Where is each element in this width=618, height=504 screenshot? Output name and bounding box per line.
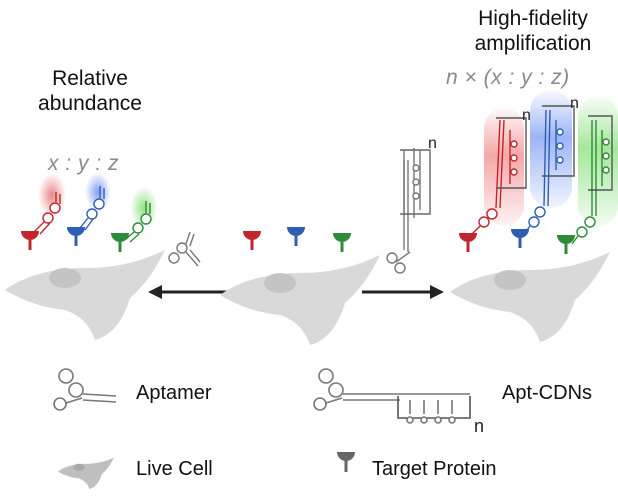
aptamer-icon	[53, 368, 117, 411]
legend: n	[53, 368, 484, 489]
center-panel	[220, 227, 380, 345]
arrow-right-icon	[362, 285, 444, 299]
center-receptor-green	[333, 233, 351, 252]
right-apt-cdn-blue	[523, 109, 564, 235]
left-aptamer-green	[124, 201, 152, 243]
right-panel: n n	[450, 90, 618, 342]
apt-cdns-icon	[313, 368, 471, 424]
left-receptor-red	[21, 231, 39, 250]
left-aptamer-red	[33, 192, 61, 235]
left-aptamer-blue	[79, 186, 105, 231]
left-panel	[5, 172, 165, 340]
free-apt-cdn-icon	[386, 148, 431, 274]
right-n-blue: n	[570, 95, 579, 112]
legend-live-cell-label: Live Cell	[136, 458, 213, 480]
legend-target-protein-label: Target Protein	[372, 458, 497, 480]
left-title-line2: abundance	[38, 92, 142, 115]
right-glow-red	[484, 108, 524, 226]
right-receptor-green	[557, 235, 575, 254]
center-receptor-blue	[287, 227, 305, 246]
left-receptor-green	[111, 233, 129, 252]
right-glow-green	[578, 96, 618, 226]
free-cdn-n-label: n	[428, 135, 437, 152]
left-title: Relative abundance	[30, 66, 150, 116]
target-protein-icon	[337, 452, 355, 472]
right-n-red: n	[522, 107, 531, 124]
right-apt-cdn-red	[471, 119, 518, 235]
right-bracket-green	[588, 115, 613, 191]
left-glow-blue	[85, 172, 111, 212]
right-ratio: n × (x : y : z)	[446, 66, 570, 89]
cell-icon	[58, 457, 114, 489]
right-title: High-fidelity amplification	[448, 6, 618, 56]
left-cell-icon	[5, 250, 165, 340]
legend-apt-cdns-label: Apt-CDNs	[502, 382, 593, 404]
free-aptamer-icon	[168, 231, 201, 267]
center-cell-icon	[220, 255, 380, 345]
right-bracket-blue	[542, 105, 575, 177]
left-receptor-blue	[67, 227, 85, 246]
right-receptor-red	[459, 233, 477, 252]
right-bracket-red	[496, 117, 527, 189]
arrow-left-icon	[148, 285, 232, 299]
left-ratio: x : y : z	[48, 152, 120, 175]
right-title-line2: amplification	[474, 32, 592, 55]
right-glow-blue	[530, 90, 572, 208]
right-cell-icon	[450, 252, 610, 342]
legend-aptamer-label: Aptamer	[136, 382, 212, 404]
right-title-line1: High-fidelity	[478, 7, 588, 30]
apt-cdns-n-label: n	[474, 416, 484, 436]
left-title-line1: Relative	[52, 67, 128, 90]
center-receptor-red	[243, 231, 261, 250]
right-apt-cdn-green	[571, 120, 610, 245]
